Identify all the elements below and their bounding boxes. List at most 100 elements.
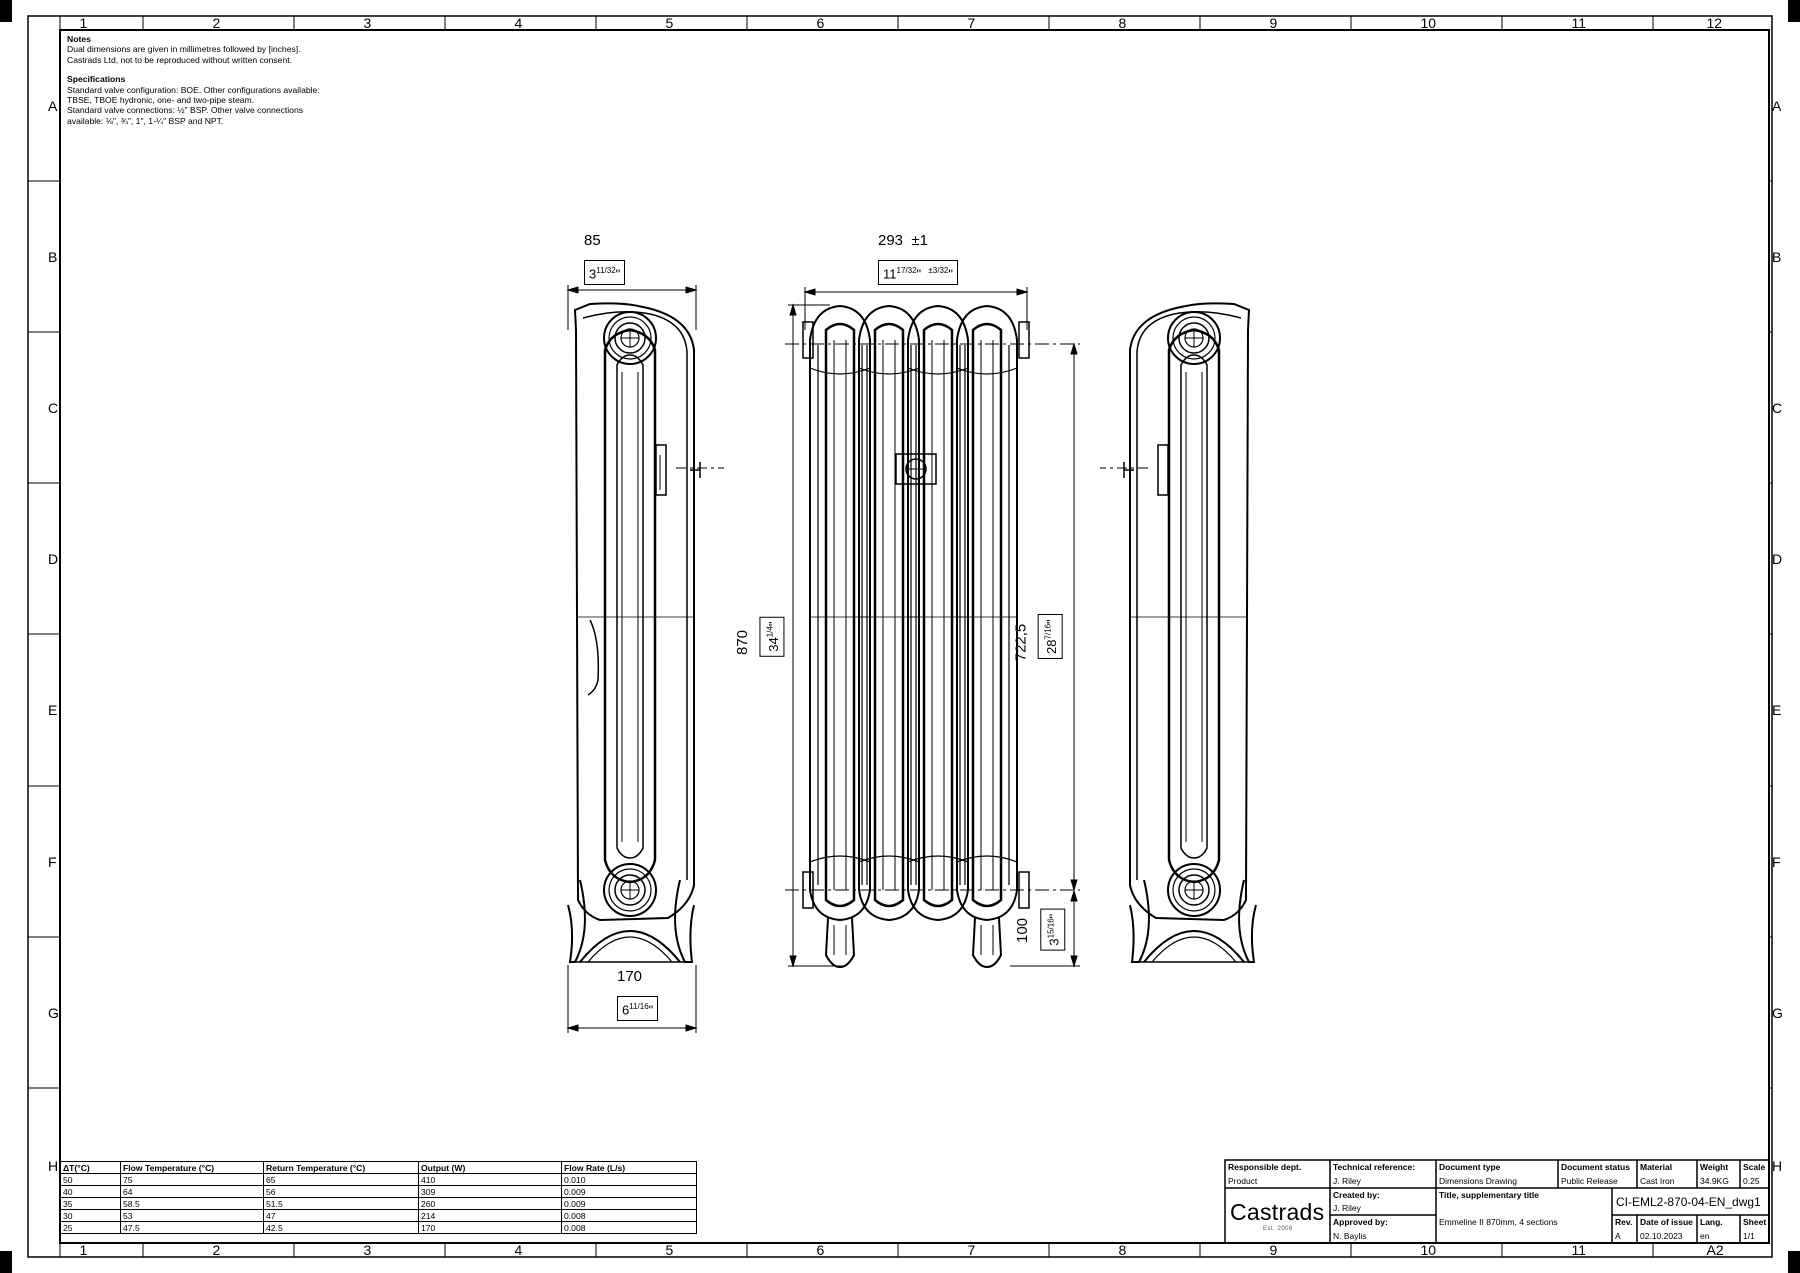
grid-row-label: D (48, 550, 59, 567)
depth-mm: 85 (584, 232, 601, 249)
feet-in: 611/16" (617, 996, 659, 1022)
width-in: 1117/32" ±3/32" (878, 260, 958, 286)
width-in-whole: 11 (883, 266, 897, 282)
table-cell: 51.5 (263, 1197, 419, 1210)
doc-status-label: Document status (1561, 1162, 1630, 1172)
radiator-outline (882, 340, 896, 890)
radiator-outline (873, 322, 905, 908)
floor-in-whole: 3 (1046, 938, 1062, 946)
table-cell: 42.5 (263, 1221, 419, 1234)
floor-mm: 100 (1014, 917, 1032, 944)
grid-column-label: 10 (1420, 15, 1437, 31)
table-header: Output (W) (418, 1161, 562, 1174)
tech-ref-label: Technical reference: (1333, 1162, 1416, 1172)
radiator-outline (956, 304, 1018, 922)
front-view (802, 304, 1030, 969)
company-established: Est. 2006 (1263, 1226, 1293, 1232)
table-header: Flow Rate (L/s) (561, 1161, 697, 1174)
width-in-frac: 17/32 (896, 266, 917, 275)
radiator-outline (971, 917, 1003, 969)
title-label: Title, supplementary title (1439, 1190, 1539, 1200)
grid-column-label: 9 (1269, 15, 1278, 31)
spec-line: TBSE, TBOE hydronic, one- and two-pipe s… (67, 95, 255, 106)
radiator-outline (817, 345, 863, 885)
table-cell: 260 (418, 1197, 562, 1210)
notes-line: Castrads Ltd, not to be reproduced witho… (67, 54, 292, 65)
grid-row-label: F (48, 853, 57, 870)
outer-border (27, 15, 1773, 1258)
grid-row-label: G (48, 1004, 59, 1021)
grid-row-label: H (48, 1157, 59, 1174)
grid-column-label: 5 (665, 1242, 674, 1258)
grid-column-label: 3 (363, 15, 372, 31)
radiator-outline (824, 917, 856, 969)
table-cell: 214 (418, 1209, 562, 1222)
grid-row-label: A (48, 97, 58, 114)
grid-column-label: 2 (212, 15, 221, 31)
radiator-outline (956, 367, 1018, 863)
created-by-value: J. Riley (1333, 1203, 1361, 1213)
radiator-outline (964, 345, 1010, 885)
feet-mm: 170 (617, 968, 643, 985)
lang-label: Lang. (1700, 1217, 1723, 1227)
table-cell: 65 (263, 1173, 419, 1186)
width-mm-value: 293 (878, 232, 904, 249)
weight-value: 34.9KG (1700, 1176, 1729, 1186)
corner-mark (0, 1251, 12, 1273)
tech-ref-value: J. Riley (1333, 1176, 1361, 1186)
table-cell: 47.5 (120, 1221, 264, 1234)
notes-line: Dual dimensions are given in millimetres… (67, 44, 301, 55)
dimension-lines (566, 285, 1080, 1033)
grid-row-label: G (1772, 1004, 1783, 1021)
responsible-dept-label: Responsible dept. (1228, 1162, 1302, 1172)
grid-column-label: 10 (1420, 1242, 1437, 1258)
corner-mark (1788, 1251, 1800, 1273)
issue-date-label: Date of issue (1640, 1217, 1693, 1227)
feet-in-frac: 11/16 (629, 1002, 649, 1011)
grid-column-label: 2 (212, 1242, 221, 1258)
scale-value: 0.25 (1743, 1176, 1760, 1186)
grid-column-label: 5 (665, 15, 674, 31)
grid-column-label: 4 (514, 1242, 523, 1258)
radiator-part (802, 321, 814, 359)
radiator-outline (809, 367, 871, 863)
grid-column-label: 8 (1118, 1242, 1127, 1258)
radiator-outline (906, 459, 926, 479)
centres-in-frac: 7/16 (1043, 623, 1053, 640)
table-cell: 40 (60, 1185, 121, 1198)
doc-status-value: Public Release (1561, 1176, 1618, 1186)
radiator-outline (833, 925, 847, 955)
table-header: Flow Temperature (°C) (120, 1161, 264, 1174)
grid-column-label: 3 (363, 1242, 372, 1258)
width-mm: 293 ±1 (878, 232, 928, 249)
material-label: Material (1640, 1162, 1673, 1172)
width-in-tolerance: ±3/32 (928, 266, 949, 275)
radiator-outline (980, 925, 994, 955)
table-cell: 0.009 (561, 1197, 697, 1210)
radiator-outline (980, 340, 994, 890)
grid-row-label: C (1772, 399, 1783, 416)
grid-column-label: 7 (967, 15, 976, 31)
document-number: CI-EML2-870-04-EN_dwg1 (1616, 1195, 1761, 1209)
performance-table: ΔT(°C) Flow Temperature (°C) Return Temp… (60, 1161, 697, 1234)
table-cell: 0.008 (561, 1221, 697, 1234)
radiator-part (895, 453, 937, 485)
table-cell: 410 (418, 1173, 562, 1186)
radiator-outline (931, 340, 945, 890)
table-cell: 47 (263, 1209, 419, 1222)
grid-column-label: A2 (1706, 1242, 1724, 1258)
radiator-outline (907, 367, 969, 863)
grid-row-label: B (48, 248, 58, 265)
grid-ticks (28, 16, 1772, 1257)
table-cell: 58.5 (120, 1197, 264, 1210)
radiator-part (1018, 321, 1030, 359)
inner-border (59, 29, 1770, 1244)
centres-in: 287/16" (1037, 614, 1063, 659)
table-cell: 56 (263, 1185, 419, 1198)
title-value: Emmeline II 870mm, 4 sections (1439, 1217, 1558, 1227)
title-block-grid (1224, 1159, 1770, 1244)
sheet-label: Sheet (1743, 1217, 1767, 1227)
